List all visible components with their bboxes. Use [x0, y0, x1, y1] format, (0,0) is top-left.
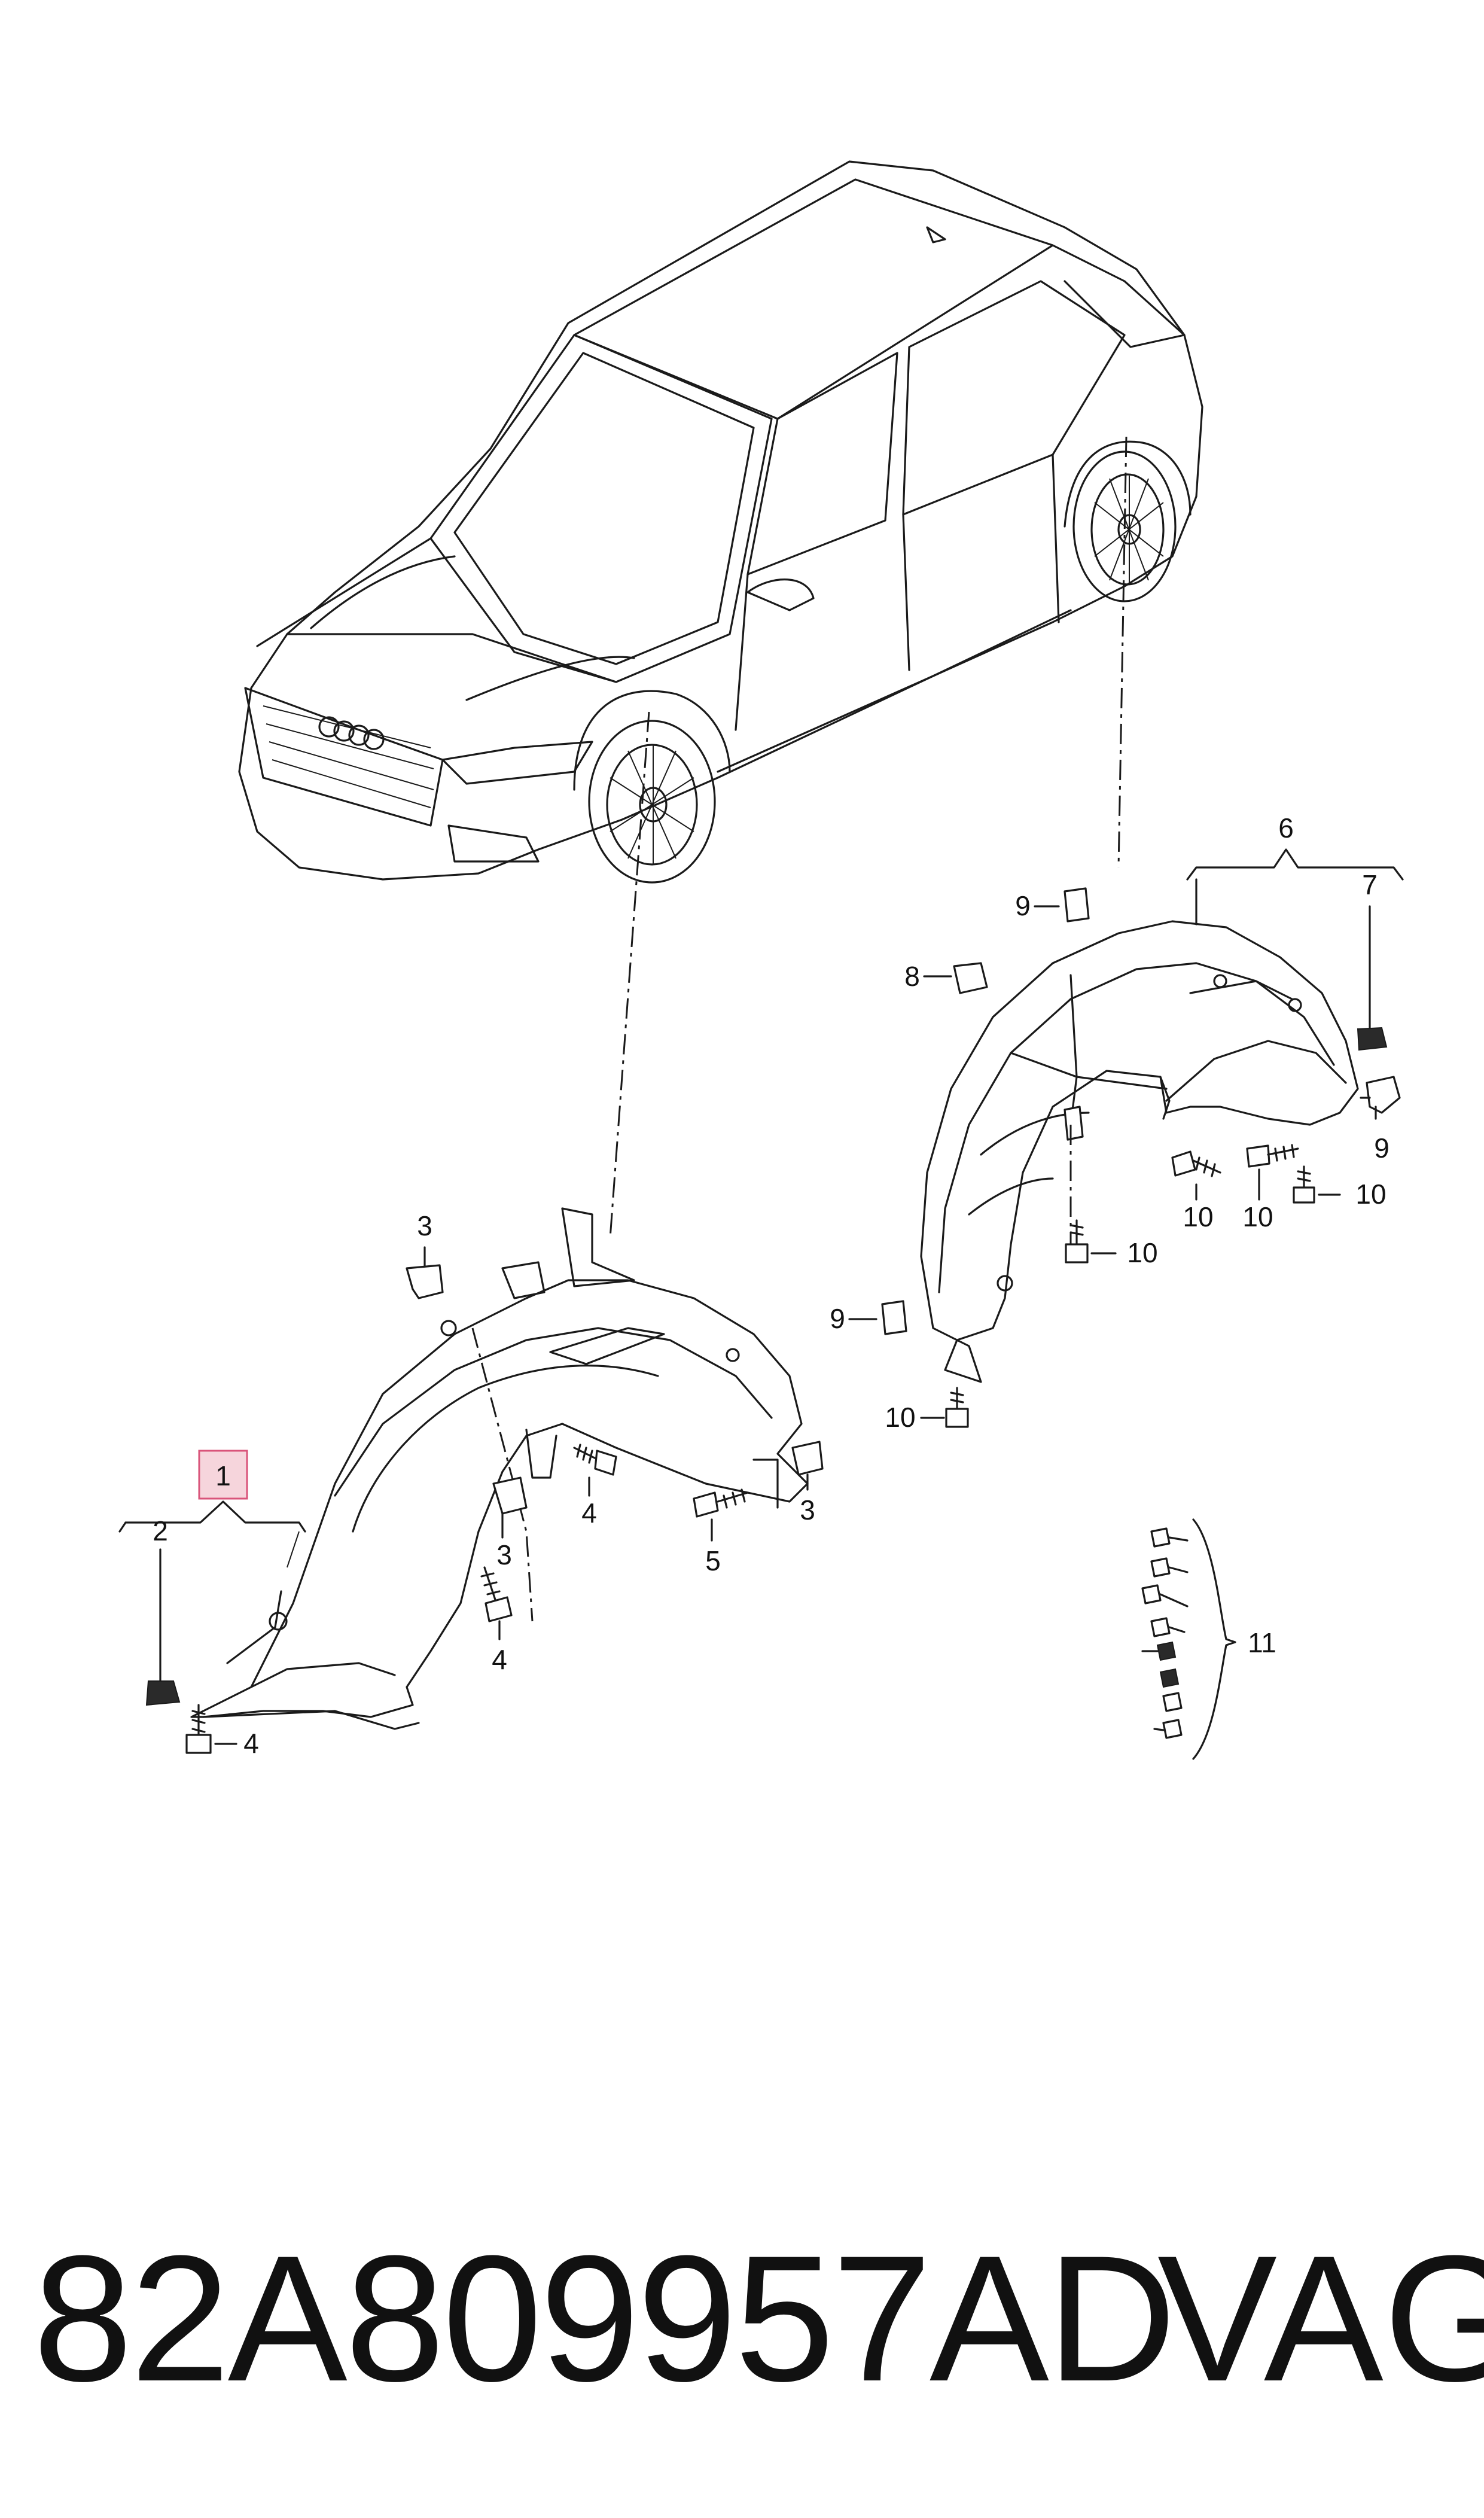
clip-icon-part-9c [1366, 1076, 1401, 1114]
callout-1: 1 [215, 1460, 231, 1491]
callout-2: 2 [153, 1515, 168, 1546]
clip-icon-part-9b [881, 1300, 907, 1335]
callout-8: 8 [904, 961, 920, 992]
callout-10d: 10 [1127, 1237, 1157, 1268]
fastener-kit-part-11 [1141, 1527, 1189, 1739]
highlight-box-part-1 [198, 1450, 248, 1500]
screw-icon-part-10d [1065, 1219, 1089, 1263]
brand-label: VAG [1157, 2218, 1484, 2419]
screw-icon-part-4b [480, 1566, 513, 1622]
rear-wheel [1072, 450, 1177, 602]
screw-icon-part-10e [945, 1387, 969, 1428]
car-illustration [238, 160, 1203, 884]
audi-rings [318, 716, 385, 750]
front-wheel [588, 720, 716, 884]
front-wheelhouse-liner [190, 1207, 809, 1730]
part-number: 82A809957AD [33, 2218, 1177, 2419]
callout-3b: 3 [496, 1539, 512, 1570]
screw-icon-part-10c [1293, 1165, 1315, 1204]
callout-4a: 4 [243, 1728, 259, 1759]
clip-icon-part-9a [1064, 887, 1090, 922]
callout-10e: 10 [885, 1402, 915, 1433]
callout-4c: 4 [581, 1497, 597, 1529]
screw-icon-part-5 [693, 1488, 749, 1518]
clip-icon-part-3c [791, 1441, 824, 1476]
front-leader-line [609, 711, 650, 1239]
screw-icon-part-10a [1171, 1150, 1221, 1177]
callout-3c: 3 [800, 1494, 815, 1526]
clip-icon-part-3b [492, 1476, 528, 1515]
rear-leader-line [1117, 436, 1128, 868]
clip-icon-part-8 [953, 962, 988, 994]
clip-icon-part-3a [406, 1264, 444, 1299]
callout-7: 7 [1362, 869, 1378, 900]
callout-11: 11 [1248, 1627, 1276, 1658]
callout-10c: 10 [1355, 1179, 1386, 1210]
callout-6: 6 [1278, 812, 1294, 844]
callout-4b: 4 [492, 1644, 507, 1675]
screw-icon-part-4c [573, 1444, 617, 1476]
callout-5: 5 [705, 1545, 721, 1576]
callout-3a: 3 [417, 1210, 432, 1241]
callout-10a: 10 [1183, 1201, 1213, 1232]
screw-icon-part-4a [185, 1704, 212, 1754]
rear-wheelhouse-liner [920, 920, 1359, 1383]
clip-icon-part-7 [1357, 1027, 1388, 1051]
clip-icon-part-2 [145, 1680, 181, 1706]
screw-icon-part-10b [1246, 1144, 1299, 1168]
callout-9c: 9 [1374, 1132, 1389, 1164]
callout-10b: 10 [1242, 1201, 1273, 1232]
callout-9a: 9 [1015, 890, 1031, 921]
callout-9b: 9 [830, 1303, 845, 1334]
